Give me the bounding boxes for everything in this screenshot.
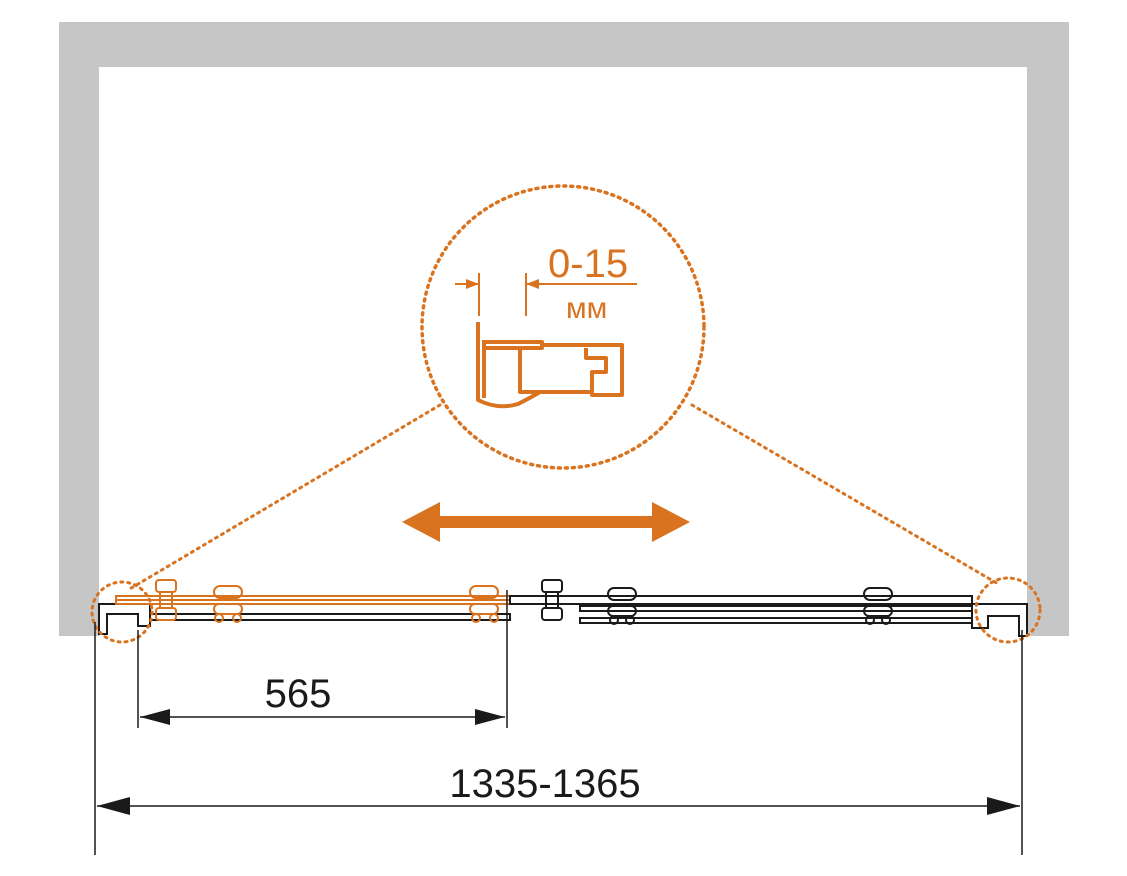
gap-value-label: 0-15 <box>548 242 628 286</box>
closed-glass-panel <box>509 595 973 605</box>
wall-top <box>59 22 1069 67</box>
right-wall-profile <box>971 603 1028 637</box>
detail-callout: 0-15 мм <box>126 184 1002 592</box>
corner-detail-right <box>974 576 1042 644</box>
double-headed-arrow-icon <box>402 502 690 542</box>
sliding-door-closed <box>509 579 973 625</box>
fixed-glass-panel-inner <box>579 617 973 624</box>
roller-open-2 <box>469 585 499 623</box>
detail-leader-left <box>126 403 442 592</box>
detail-circle <box>420 184 706 470</box>
door-opening-dimension-label: 565 <box>265 672 332 716</box>
door-handle-closed <box>541 579 563 621</box>
lower-track <box>149 613 511 621</box>
wall <box>59 22 1069 636</box>
wall-right <box>1027 22 1069 636</box>
frame-profiles <box>98 603 1028 637</box>
roller-closed-2 <box>863 587 893 625</box>
gap-unit-label: мм <box>566 292 607 325</box>
dimension-lines <box>94 590 1023 855</box>
wall-left <box>59 22 99 636</box>
roller-open-1 <box>213 585 243 623</box>
left-wall-profile <box>98 603 151 635</box>
door-handle-open <box>155 579 177 621</box>
sliding-door-open <box>115 579 511 623</box>
roller-closed-1 <box>607 587 637 625</box>
gap-dimension <box>455 273 637 316</box>
total-width-dimension-label: 1335-1365 <box>449 762 640 806</box>
corner-detail-left <box>90 580 154 644</box>
detail-leader-right <box>690 403 1002 587</box>
profile-section <box>476 322 624 409</box>
fixed-glass-panel <box>579 605 973 612</box>
